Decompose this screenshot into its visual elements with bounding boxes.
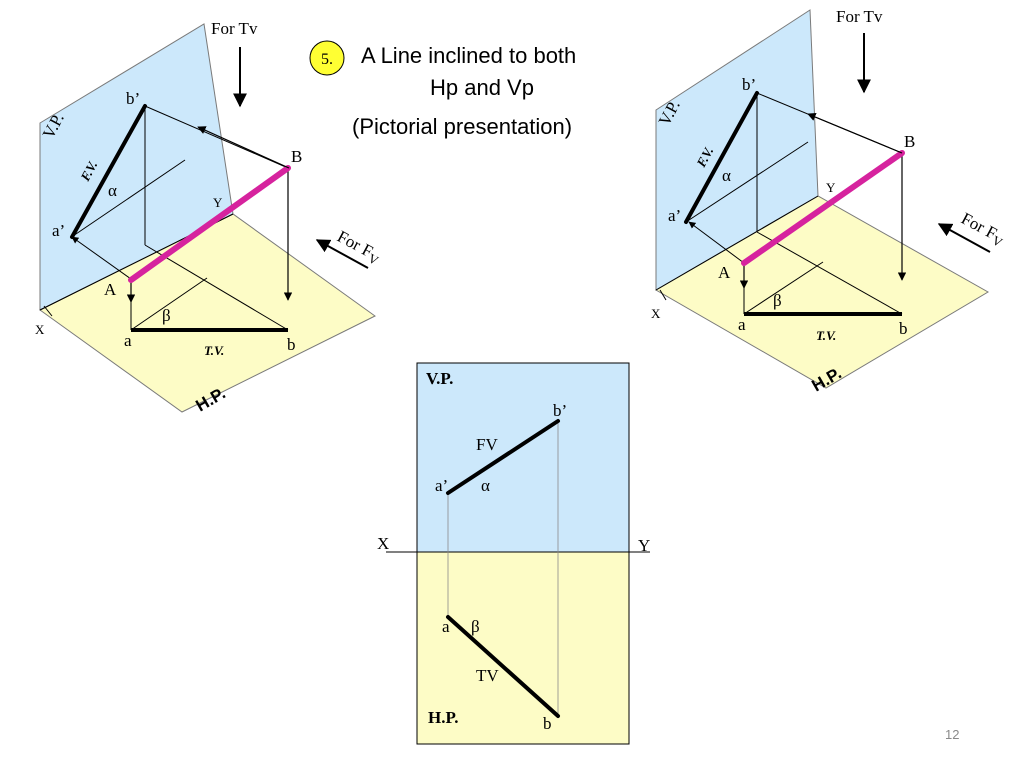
b-dash-label: b’ bbox=[126, 89, 140, 108]
title-line-1: A Line inclined to both bbox=[361, 43, 576, 68]
true-length-line bbox=[741, 150, 905, 266]
hp-label: H.P. bbox=[428, 708, 459, 727]
front-view-line bbox=[70, 104, 147, 239]
x-tick bbox=[659, 289, 667, 301]
b-dash-to-B bbox=[144, 105, 289, 169]
subtitle: (Pictorial presentation) bbox=[352, 114, 572, 139]
for-fv-arrow-2 bbox=[807, 113, 903, 154]
vp-helper-line bbox=[685, 141, 809, 223]
alpha-label: α bbox=[722, 166, 731, 185]
a-dash-label: a’ bbox=[668, 206, 681, 225]
y-label: Y bbox=[826, 180, 836, 195]
vp-label: V.P. bbox=[426, 369, 453, 388]
left-pictorial: For Tv For FV V.P. F.V. H.P. T.V. α β a’… bbox=[35, 19, 382, 415]
a-dash-label: a’ bbox=[52, 221, 65, 240]
for-fv-arrow bbox=[937, 223, 991, 253]
for-tv-label: For Tv bbox=[836, 7, 883, 26]
a-dash-label: a’ bbox=[435, 476, 448, 495]
b-dash-label: b’ bbox=[742, 75, 756, 94]
x-label: X bbox=[35, 322, 45, 337]
a-label: a bbox=[442, 617, 450, 636]
hp-helper-line-2 bbox=[743, 261, 824, 315]
tv-label: T.V. bbox=[204, 343, 224, 358]
alpha-label: α bbox=[108, 181, 117, 200]
a-label: a bbox=[124, 331, 132, 350]
fv-label: FV bbox=[476, 435, 498, 454]
for-tv-label: For Tv bbox=[211, 19, 258, 38]
x-label: X bbox=[377, 534, 389, 553]
orthographic-projection: V.P. H.P. FV TV α β a’ b’ a b X Y bbox=[377, 362, 650, 745]
A-to-a-dash-arrow bbox=[71, 236, 132, 280]
top-view-line bbox=[446, 615, 560, 718]
title-line-2: Hp and Vp bbox=[430, 75, 534, 100]
beta-label: β bbox=[162, 306, 171, 325]
b-label: b bbox=[543, 714, 552, 733]
hp-helper-line-2 bbox=[130, 277, 208, 331]
hp-helper-line bbox=[144, 244, 289, 331]
A-label: A bbox=[104, 280, 117, 299]
title-block: 5. A Line inclined to both Hp and Vp (Pi… bbox=[309, 40, 576, 139]
B-label: B bbox=[904, 132, 915, 151]
b-dash-label: b’ bbox=[553, 401, 567, 420]
number-badge bbox=[309, 40, 345, 76]
number-badge-label: 5. bbox=[321, 51, 333, 68]
alpha-label: α bbox=[481, 476, 490, 495]
for-fv-label: For FV bbox=[957, 209, 1009, 251]
for-fv-arrow bbox=[315, 239, 369, 269]
right-pictorial: For Tv For FV V.P. F.V. H.P. T.V. α β a’… bbox=[651, 7, 1009, 395]
beta-label: β bbox=[773, 291, 782, 310]
beta-label: β bbox=[471, 617, 480, 636]
true-length-line bbox=[128, 165, 291, 283]
vp-helper-line bbox=[72, 159, 186, 237]
x-label: X bbox=[651, 306, 661, 321]
b-label: b bbox=[899, 319, 908, 338]
vp-region bbox=[416, 362, 630, 553]
for-fv-arrow-2 bbox=[197, 126, 290, 169]
xy-axis bbox=[655, 195, 819, 291]
hp-region bbox=[416, 551, 630, 745]
tv-label: T.V. bbox=[816, 328, 836, 343]
tv-label: TV bbox=[476, 666, 499, 685]
front-view-line bbox=[446, 419, 560, 495]
y-label: Y bbox=[213, 195, 223, 210]
x-tick bbox=[43, 305, 53, 317]
B-label: B bbox=[291, 147, 302, 166]
A-to-a-dash-arrow bbox=[688, 221, 745, 264]
front-view-line bbox=[684, 91, 759, 224]
b-label: b bbox=[287, 335, 296, 354]
A-label: A bbox=[718, 263, 731, 282]
page-number: 12 bbox=[945, 727, 959, 742]
a-label: a bbox=[738, 315, 746, 334]
hp-helper-line bbox=[756, 231, 903, 315]
y-label: Y bbox=[638, 536, 650, 555]
